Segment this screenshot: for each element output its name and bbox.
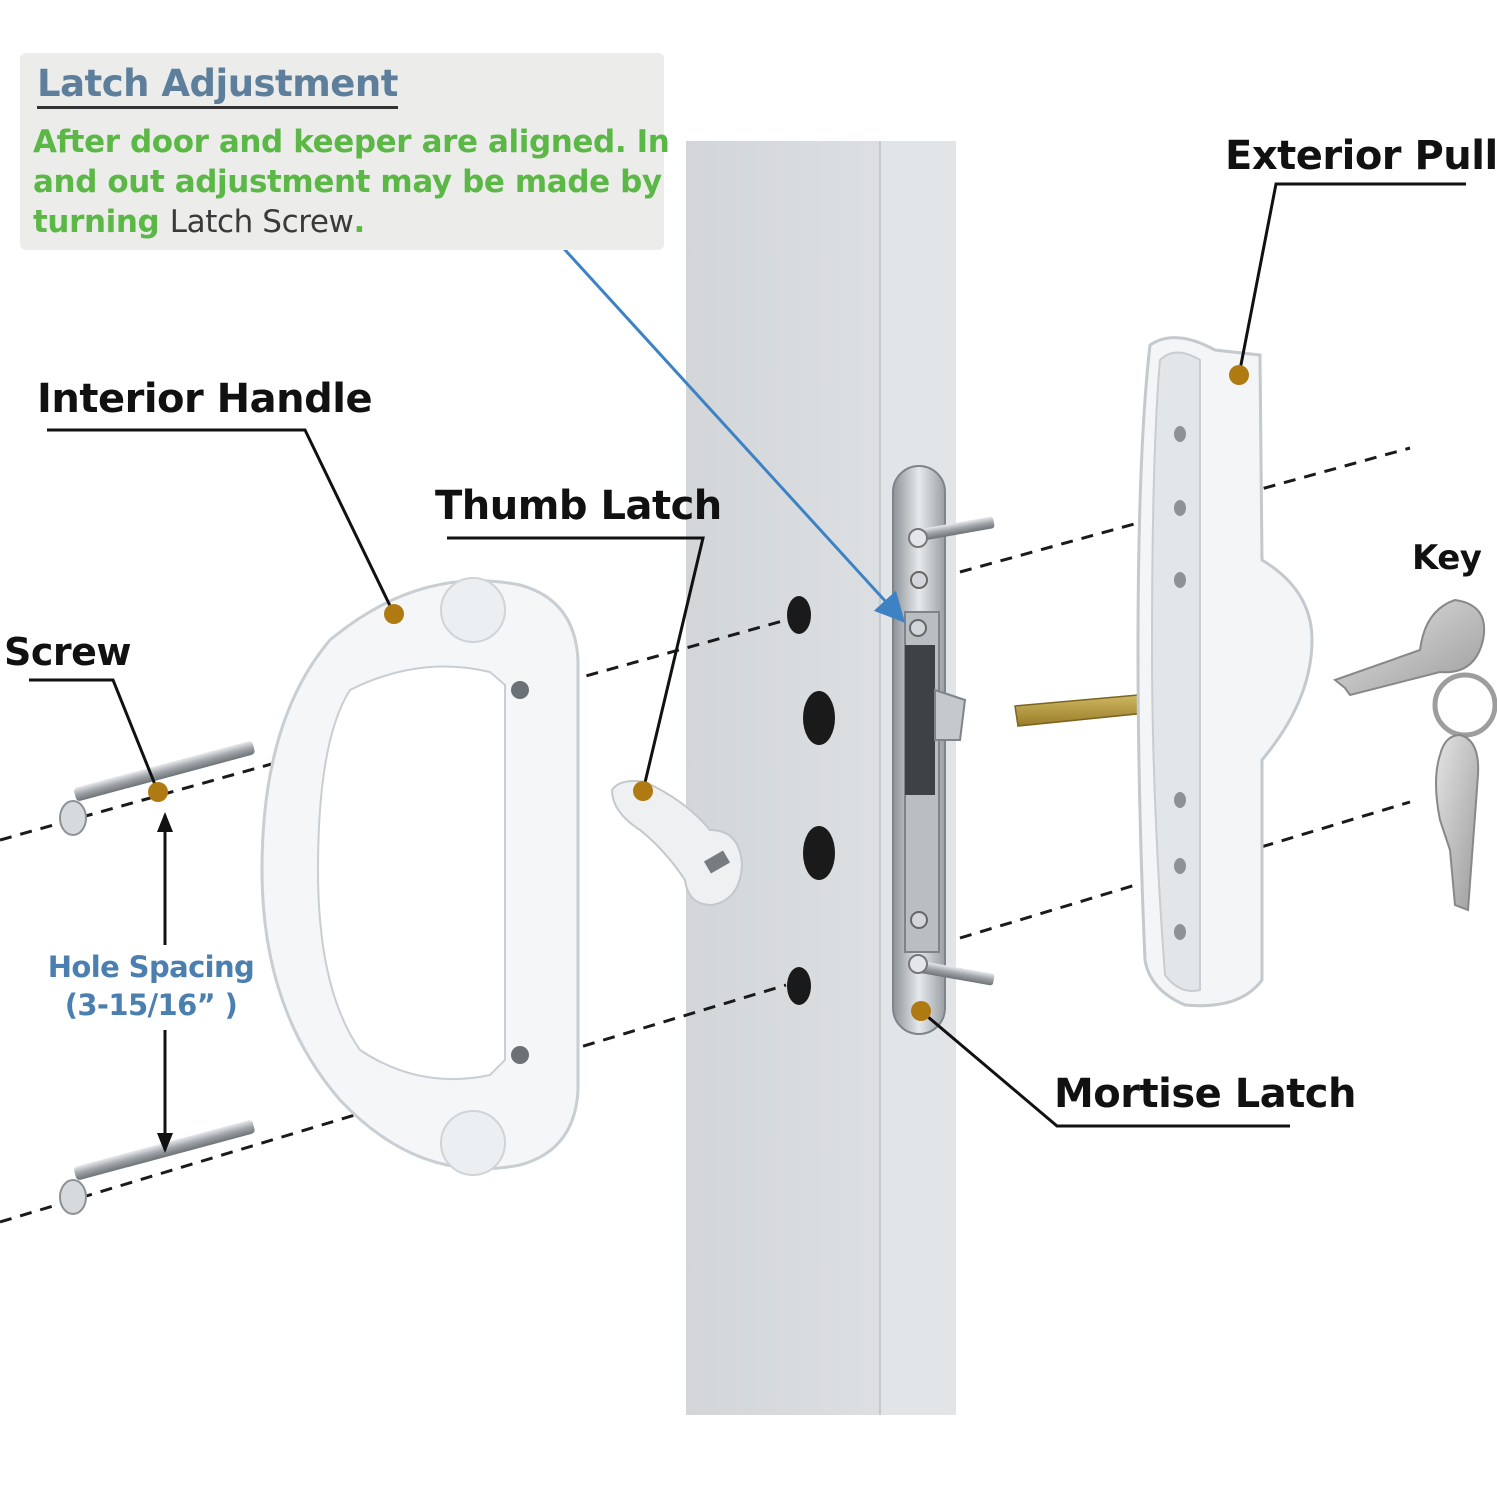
door-holes: [787, 596, 835, 1005]
label-exterior-pull: Exterior Pull: [1225, 133, 1497, 179]
latch-adjustment-box: [20, 53, 664, 250]
label-key: Key: [1412, 538, 1482, 578]
latch-adjustment-text: After door and keeper are aligned. In an…: [33, 122, 673, 242]
latch-adjustment-title: Latch Adjustment: [37, 62, 398, 109]
interior-handle: [260, 577, 580, 1176]
keys: [1332, 598, 1497, 912]
latch-adjustment-body: After door and keeper are aligned. In an…: [33, 124, 670, 240]
label-interior-handle: Interior Handle: [37, 376, 373, 422]
callout-dots: [148, 365, 1249, 1021]
label-thumb-latch: Thumb Latch: [435, 483, 722, 529]
hole-spacing-title: Hole Spacing: [47, 950, 255, 984]
leader-lines: [29, 182, 1466, 1128]
label-mortise-latch: Mortise Latch: [1054, 1071, 1357, 1117]
thumb-latch: [610, 780, 744, 907]
mortise-latch: [892, 465, 995, 1035]
hole-spacing-value: (3-15/16” ): [64, 988, 238, 1022]
exterior-pull: [1136, 336, 1314, 1008]
label-screw: Screw: [4, 630, 132, 674]
latch-screw-highlight: Latch Screw: [169, 204, 354, 240]
label-hole-spacing: Hole Spacing (3-15/16” ): [36, 948, 266, 1024]
hole-spacing-dimension: [157, 812, 173, 1153]
latch-adjustment-end: .: [353, 204, 366, 240]
